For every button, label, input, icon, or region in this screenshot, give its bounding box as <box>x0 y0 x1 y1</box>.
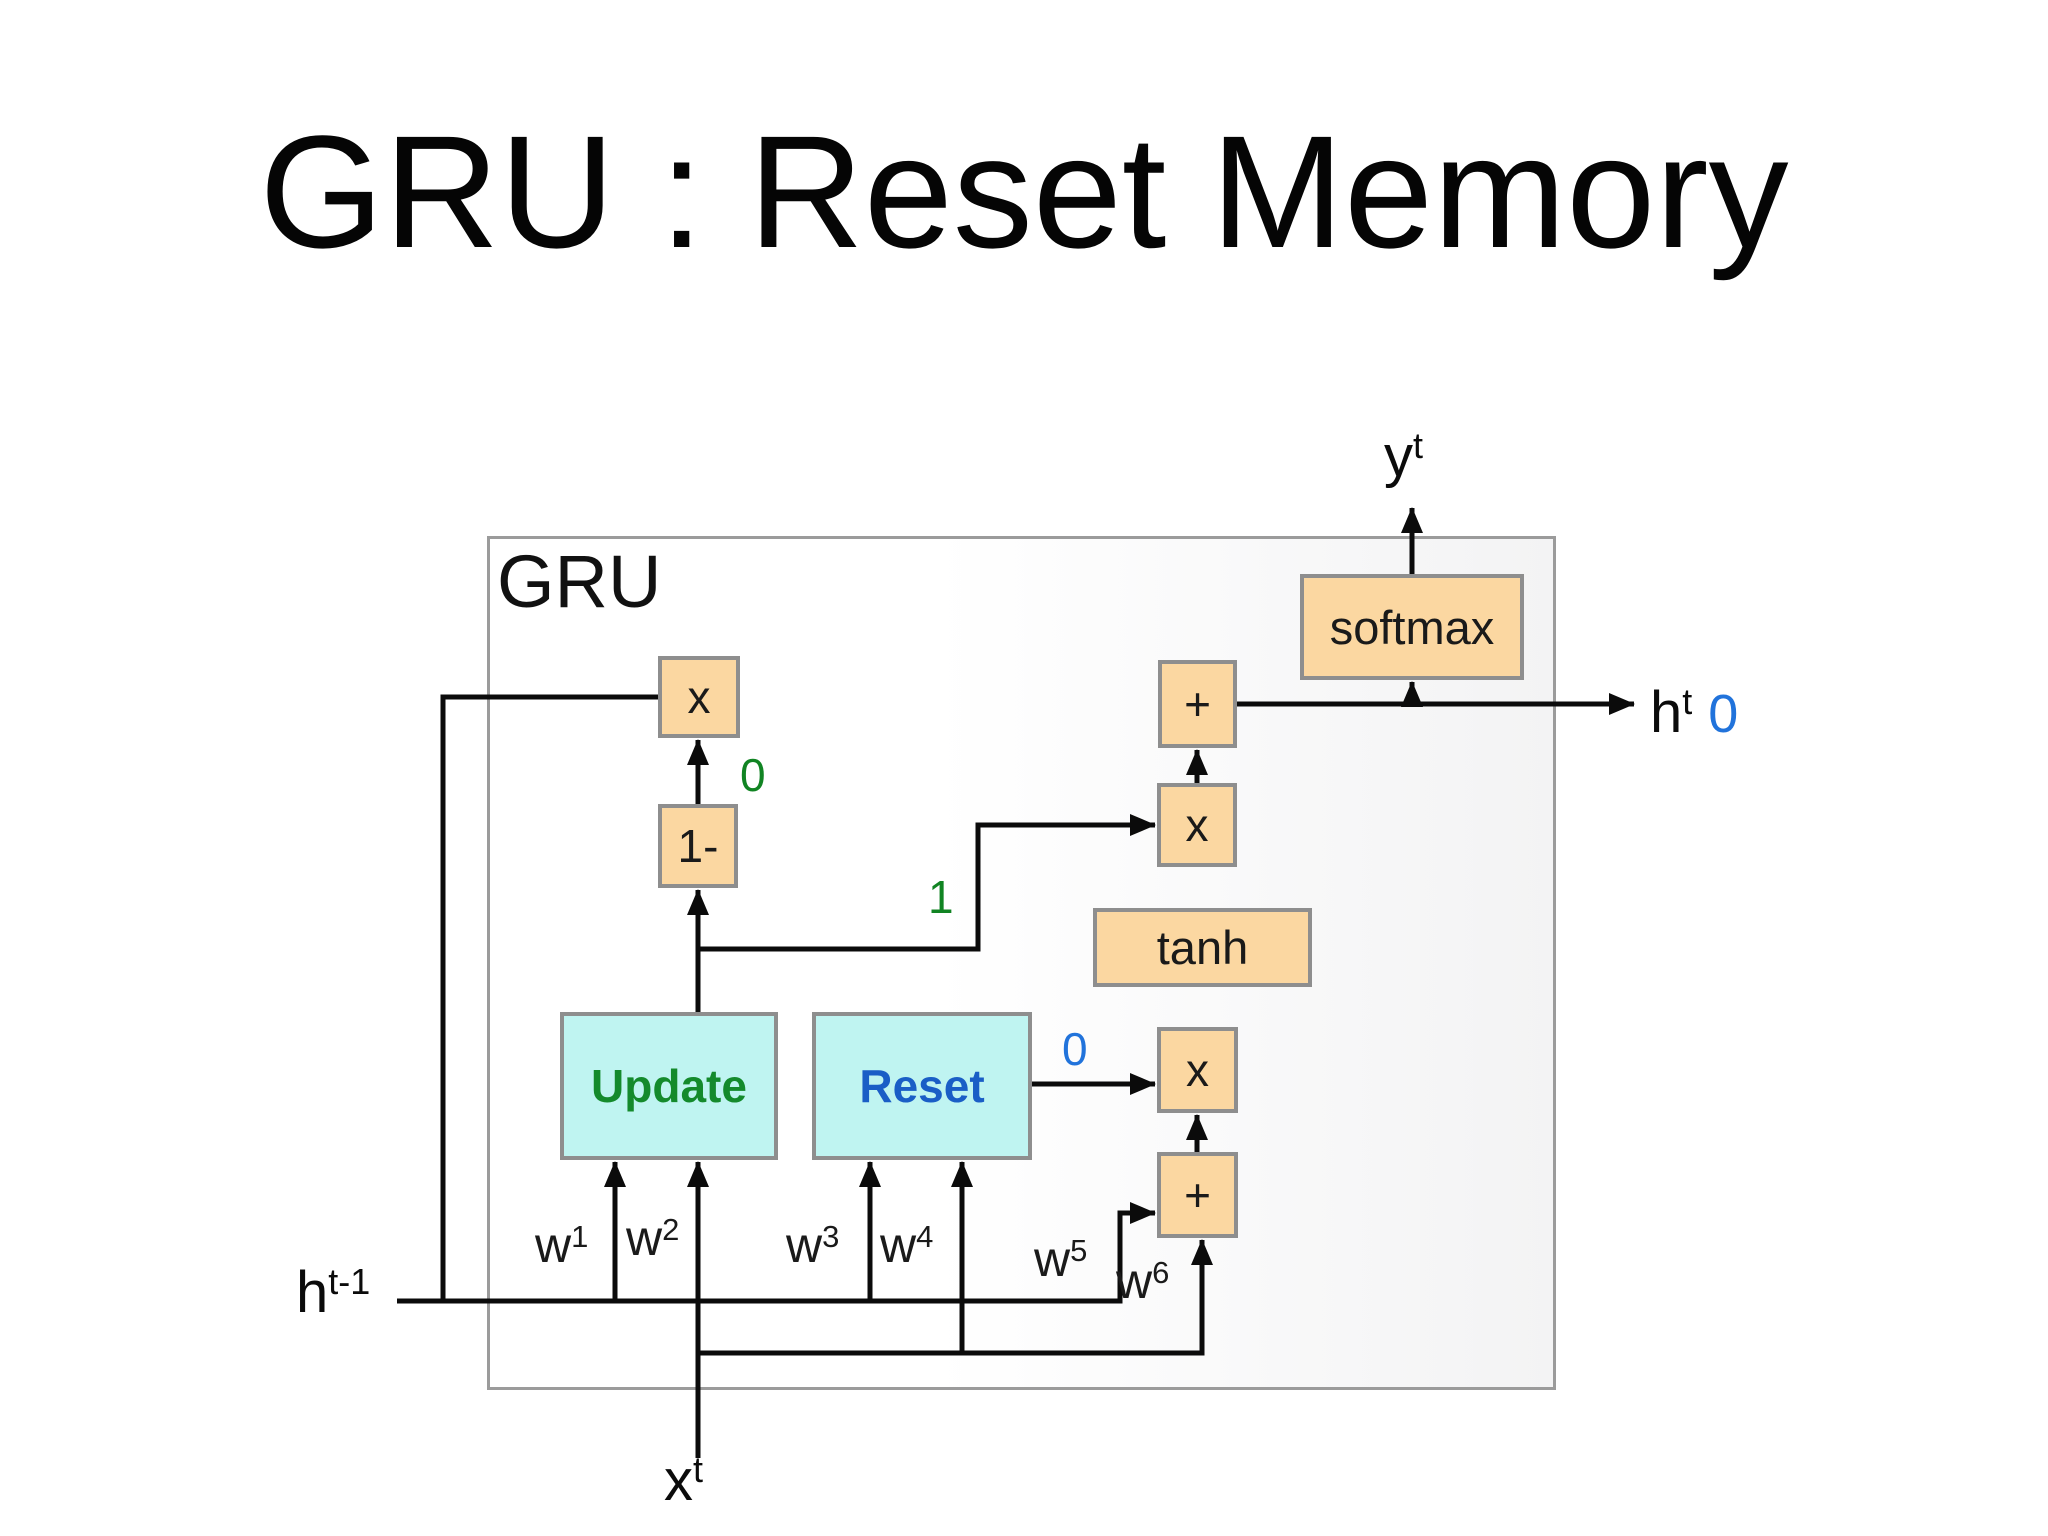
label-h-output-sup: t <box>1682 681 1693 723</box>
tanh-box: tanh <box>1093 908 1312 987</box>
update-gate-label: Update <box>591 1060 747 1112</box>
one-minus-label: 1- <box>677 820 719 872</box>
annotation-update-gate-value-text: 0 <box>740 749 766 801</box>
annotation-update-gate-value: 0 <box>740 752 766 798</box>
label-w4-base: w <box>880 1217 917 1273</box>
multiply2-box: x <box>1157 783 1237 867</box>
label-w3-base: w <box>786 1217 823 1273</box>
softmax-label: softmax <box>1329 600 1495 654</box>
tanh-label: tanh <box>1156 921 1249 974</box>
label-w2: w2 <box>626 1213 679 1263</box>
label-h-prev: ht-1 <box>296 1264 370 1322</box>
label-w1: w1 <box>535 1220 588 1270</box>
label-y-output-base: y <box>1384 424 1413 489</box>
label-w6-sup: 6 <box>1152 1254 1170 1290</box>
add1-label: + <box>1184 678 1211 730</box>
x-branch-w6-arrow <box>698 1239 1213 1356</box>
multiply1-box: x <box>658 656 740 738</box>
multiply3-label: x <box>1186 1044 1209 1096</box>
label-w2-sup: 2 <box>662 1211 680 1247</box>
label-w1-sup: 1 <box>571 1218 589 1254</box>
annotation-candidate-branch-value-text: 1 <box>928 871 954 923</box>
label-h-prev-sup: t-1 <box>328 1261 371 1303</box>
label-w2-base: w <box>626 1210 663 1266</box>
candidate-elbow-arrow <box>698 814 1156 952</box>
multiply1-label: x <box>687 671 711 723</box>
gru-frame-label: GRU <box>497 540 662 623</box>
label-h-output-base: h <box>1650 680 1683 745</box>
annotation-candidate-branch-value: 1 <box>928 874 954 920</box>
reset-gate-label: Reset <box>859 1060 985 1112</box>
label-w6-base: w <box>1116 1253 1153 1309</box>
label-w5-sup: 5 <box>1070 1232 1088 1268</box>
label-w1-base: w <box>535 1217 572 1273</box>
one-minus-box: 1- <box>658 804 738 888</box>
h-prev-branch-to-multiply1 <box>440 694 658 1301</box>
label-w5-base: w <box>1034 1231 1071 1287</box>
label-w3: w3 <box>786 1220 839 1270</box>
label-w4-sup: 4 <box>916 1218 934 1254</box>
label-y-output: yt <box>1384 428 1423 486</box>
h-prev-line-w5-arrow <box>397 1202 1156 1304</box>
label-w5: w5 <box>1034 1234 1087 1284</box>
label-w6: w6 <box>1116 1256 1169 1306</box>
label-h-output-value: 0 <box>1708 684 1739 744</box>
label-x-input-sup: t <box>693 1449 703 1491</box>
slide-title: GRU : Reset Memory <box>259 102 1789 281</box>
label-x-input: xt <box>664 1452 703 1510</box>
label-y-output-sup: t <box>1413 425 1423 467</box>
multiply2-label: x <box>1185 799 1209 851</box>
update-gate-box: Update <box>560 1012 778 1160</box>
multiply3-box: x <box>1157 1027 1238 1113</box>
add2-label: + <box>1184 1169 1211 1221</box>
annotation-reset-gate-value-text: 0 <box>1062 1023 1088 1075</box>
softmax-box: softmax <box>1300 574 1524 680</box>
label-h-prev-base: h <box>296 1260 329 1325</box>
annotation-reset-gate-value: 0 <box>1062 1026 1088 1072</box>
reset-gate-box: Reset <box>812 1012 1032 1160</box>
label-w3-sup: 3 <box>822 1218 840 1254</box>
label-x-input-base: x <box>664 1448 693 1513</box>
label-w4: w4 <box>880 1220 933 1270</box>
add1-box: + <box>1158 660 1237 748</box>
add2-box: + <box>1157 1152 1238 1238</box>
